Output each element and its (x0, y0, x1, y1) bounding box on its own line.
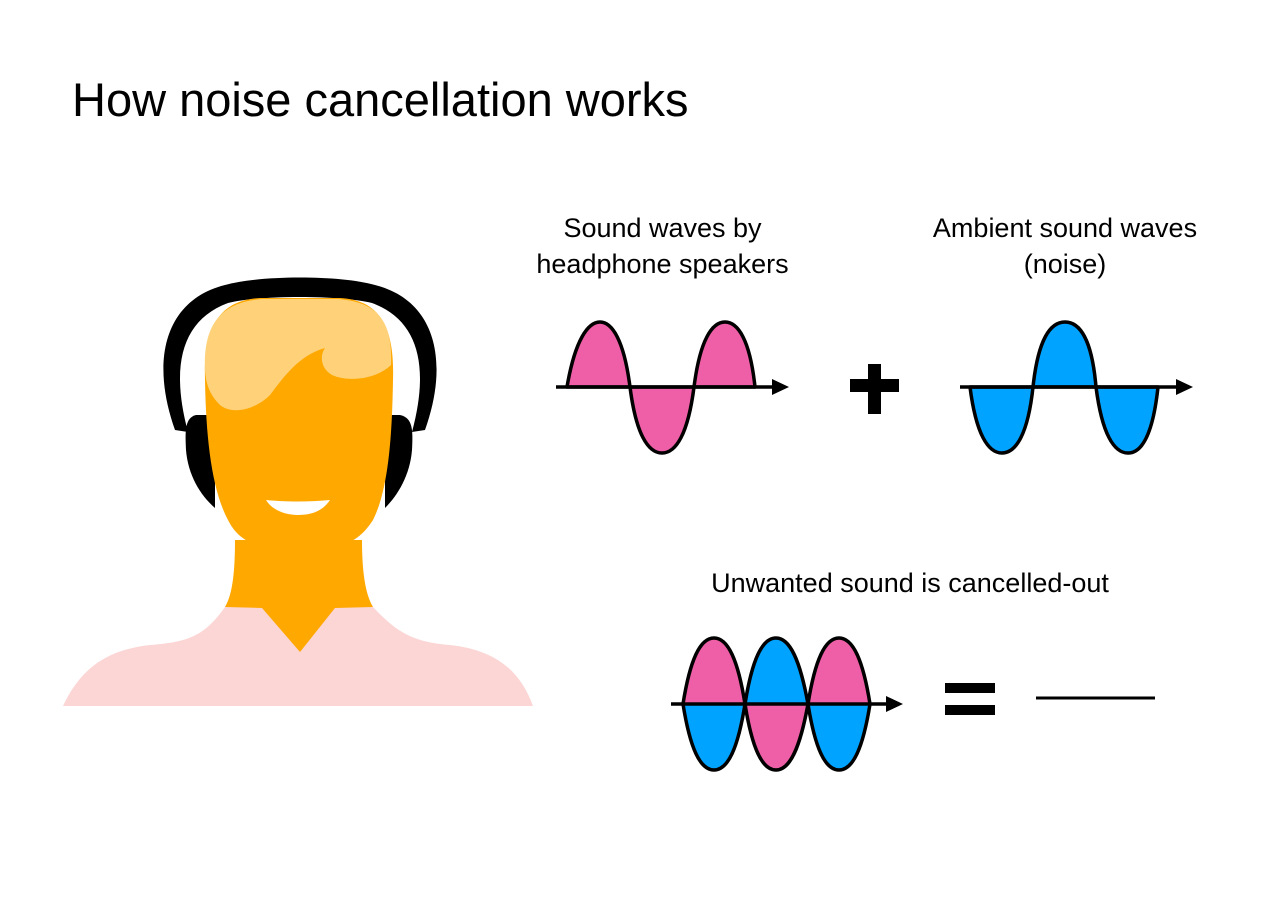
lobe3-top (808, 638, 870, 704)
cancelled-out-label: Unwanted sound is cancelled-out (711, 568, 1109, 598)
lobe1-bottom (683, 704, 745, 770)
person-with-headphones-icon (63, 277, 533, 706)
speaker-wave-arrowhead-icon (772, 379, 789, 395)
page-title: How noise cancellation works (72, 73, 689, 126)
shirt-shape (63, 607, 533, 706)
ambient-waves-label: Ambient sound waves (noise) (900, 210, 1230, 282)
noise-wave-arrowhead-icon (1176, 379, 1193, 395)
combined-wave-arrowhead-icon (886, 696, 903, 712)
noise-wave-graph (960, 320, 1193, 455)
plus-icon (850, 364, 899, 414)
noise-wave-shape (968, 320, 1160, 455)
lobe3-bottom (808, 704, 870, 770)
left-earcup-shape (185, 415, 215, 508)
lobe1-top (683, 638, 745, 704)
speaker-waves-label-line1: Sound waves by (563, 213, 762, 243)
hair-shape (204, 299, 392, 411)
combined-wave-graph (671, 636, 903, 772)
neck-shape (225, 540, 373, 652)
right-earcup-shape (385, 415, 413, 508)
mouth-shape (266, 500, 330, 515)
speaker-waves-label: Sound waves by headphone speakers (500, 210, 825, 282)
ambient-waves-label-line2: (noise) (1023, 249, 1107, 279)
equals-icon (945, 683, 995, 715)
speaker-waves-label-line2: headphone speakers (536, 249, 789, 279)
speaker-wave-graph (556, 320, 789, 455)
ambient-waves-label-line1: Ambient sound waves (932, 213, 1198, 243)
